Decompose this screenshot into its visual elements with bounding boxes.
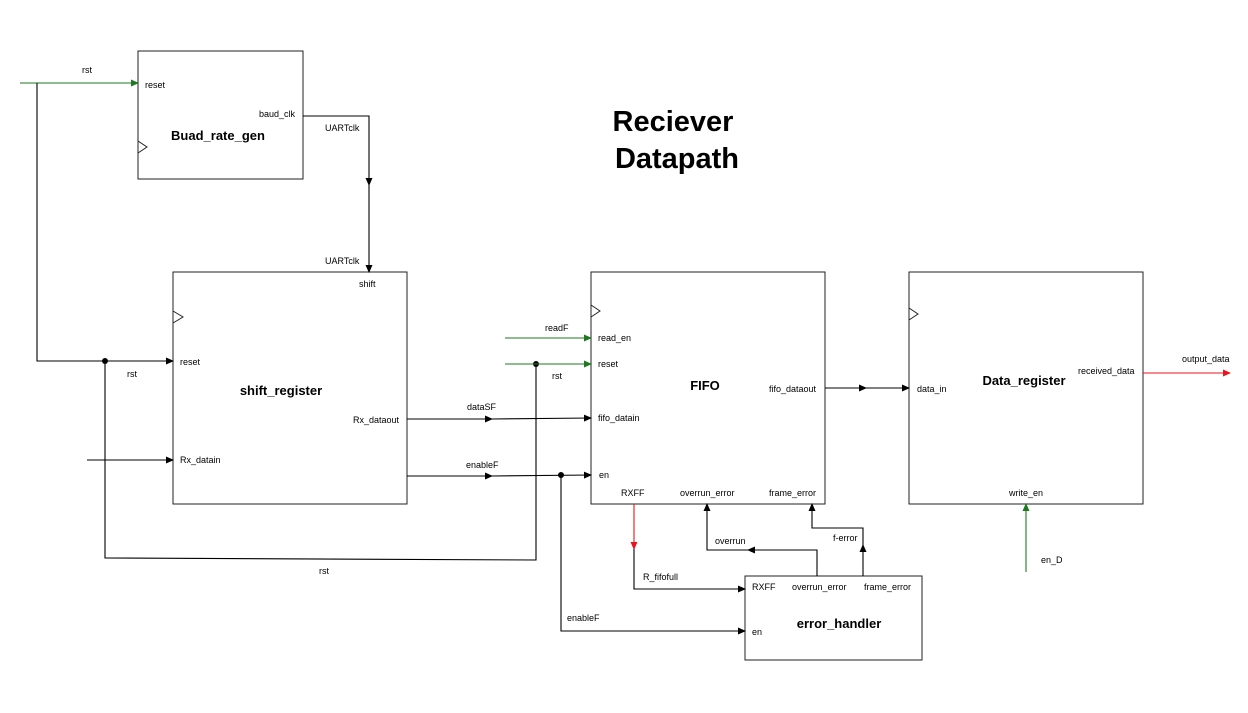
fifo-datain-port: fifo_datain — [598, 413, 640, 423]
r-fifofull-label: R_fifofull — [643, 572, 678, 582]
block-error-handler: error_handler RXFF overrun_error frame_e… — [744, 575, 923, 661]
fifo-overrun-error-port: overrun_error — [680, 488, 735, 498]
enablef-bottom-label: enableF — [567, 613, 600, 623]
readf-label: readF — [545, 323, 569, 333]
fifo-read-en-port: read_en — [598, 333, 631, 343]
baud-rate-gen-baud-clk-port: baud_clk — [259, 109, 296, 119]
error-handler-title: error_handler — [797, 616, 882, 631]
error-handler-frame-error-port: frame_error — [864, 582, 911, 592]
block-data-register: Data_register data_in received_data writ… — [908, 271, 1144, 505]
enablef-error-handler-wire — [560, 475, 746, 635]
block-baud-rate-gen: Buad_rate_gen reset baud_clk — [137, 50, 304, 180]
data-register-title: Data_register — [982, 373, 1065, 388]
block-shift-register: shift_register shift reset Rx_dataout Rx… — [172, 271, 408, 505]
output-data-label: output_data — [1182, 354, 1230, 364]
data-register-write-en-port: write_en — [1008, 488, 1043, 498]
shift-register-rx-datain-port: Rx_datain — [180, 455, 221, 465]
rst-fifo-label: rst — [552, 371, 562, 381]
enablef-top-label: enableF — [466, 460, 499, 470]
uartclk-in-label: UARTclk — [325, 256, 360, 266]
error-handler-en-port: en — [752, 627, 762, 637]
fifo-frame-error-port: frame_error — [769, 488, 816, 498]
r-fifofull-wire — [633, 549, 746, 593]
datasf-wire-b — [491, 414, 592, 422]
rst-top-label: rst — [82, 65, 92, 75]
enablef-wire-b — [491, 471, 592, 479]
rst-left-label: rst — [127, 369, 137, 379]
block-fifo: FIFO read_en reset fifo_datain en fifo_d… — [590, 271, 826, 505]
baud-rate-gen-title: Buad_rate_gen — [171, 128, 265, 143]
baud-rate-gen-reset-port: reset — [145, 80, 166, 90]
rst-bottom-label: rst — [319, 566, 329, 576]
fifo-dataout-port: fifo_dataout — [769, 384, 817, 394]
shift-register-rx-dataout-port: Rx_dataout — [353, 415, 400, 425]
overrun-wire-b — [703, 503, 748, 551]
shift-register-reset-port: reset — [180, 357, 201, 367]
fifo-rxff-port: RXFF — [621, 488, 645, 498]
uartclk-out-label: UARTclk — [325, 123, 360, 133]
error-handler-overrun-error-port: overrun_error — [792, 582, 847, 592]
rst-left-wire — [36, 83, 174, 365]
en-d-label: en_D — [1041, 555, 1063, 565]
fifo-reset-port: reset — [598, 359, 619, 369]
datasf-label: dataSF — [467, 402, 497, 412]
f-error-wire-b — [808, 503, 864, 545]
fifo-en-port: en — [599, 470, 609, 480]
f-error-label: f-error — [833, 533, 858, 543]
uartclk-wire — [303, 115, 373, 186]
data-register-data-in-port: data_in — [917, 384, 947, 394]
overrun-wire-a — [747, 546, 818, 576]
error-handler-rxff-port: RXFF — [752, 582, 776, 592]
shift-register-title: shift_register — [240, 383, 322, 398]
fifo-title: FIFO — [690, 378, 720, 393]
diagram-title-line1: Reciever — [613, 106, 734, 138]
shift-register-shift-port: shift — [359, 279, 376, 289]
overrun-label: overrun — [715, 536, 746, 546]
diagram-title-line2: Datapath — [615, 143, 739, 175]
data-register-received-data-port: received_data — [1078, 366, 1135, 376]
